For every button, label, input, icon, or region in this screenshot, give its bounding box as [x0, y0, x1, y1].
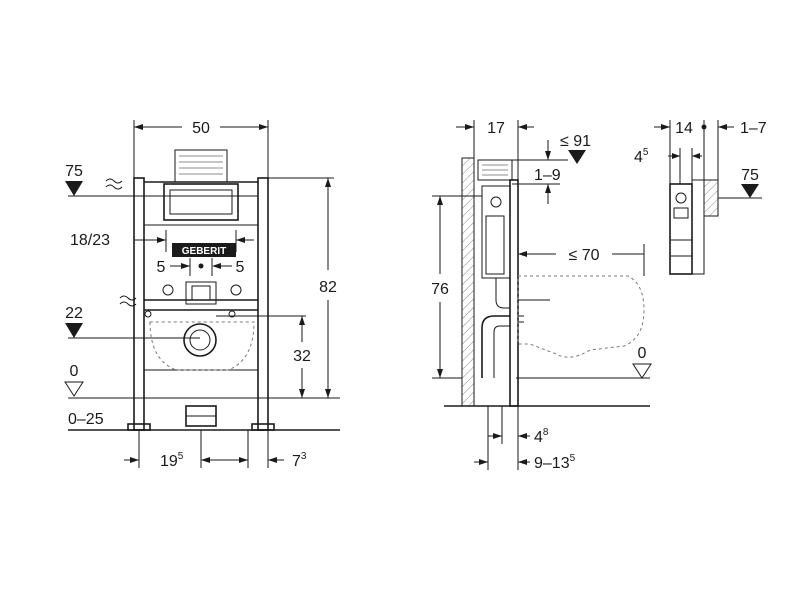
side-flush-plate [477, 159, 513, 181]
side-flush-pipe [495, 278, 510, 309]
cistern-opening [163, 183, 239, 221]
foot-dimensions: 195 73 [124, 430, 307, 470]
detail-offset-label: 45 [634, 147, 649, 166]
side-wall-gap-dimension: 48 [488, 406, 549, 470]
height-label: 82 [319, 279, 337, 296]
detail-offset-dimension: 45 [634, 147, 702, 184]
frame-right-post [257, 177, 269, 431]
drain-height-label: 32 [293, 348, 311, 365]
wall-section [461, 157, 475, 407]
side-view: 76 17 ≤ 91 1–9 [431, 120, 652, 472]
width-dimension: 50 [133, 120, 269, 178]
detail-depth-dimension: 14 [654, 120, 707, 184]
side-floor-label: 0 [638, 345, 647, 362]
bolt-spacing-label: 18/23 [70, 232, 110, 249]
open-level-marker-icon [64, 381, 84, 397]
offset-left-label: 5 [157, 259, 166, 276]
detail-height-marker: 75 [718, 167, 762, 199]
level-marker-icon [741, 184, 759, 198]
side-projection-dimension: ≤ 70 [518, 244, 645, 276]
side-wall-gap-label: 48 [534, 427, 549, 446]
side-toilet-outline [517, 275, 645, 358]
center-point [198, 263, 204, 269]
front-view: GEBERIT 50 [64, 120, 340, 470]
level-marker-icon [65, 181, 83, 196]
supply-connection [144, 310, 152, 318]
frame-left-foot [127, 423, 151, 431]
detail-frame [669, 183, 693, 275]
height-dimension: 82 [268, 177, 337, 399]
side-top-marker: ≤ 91 [512, 133, 591, 164]
side-depth-range-label: 9–135 [534, 453, 576, 472]
bolt-spacing-dimension: 18/23 [70, 230, 254, 252]
side-drain-bend [481, 315, 510, 378]
drain-outlet [183, 323, 217, 357]
water-wave-icon [105, 178, 123, 190]
supply-height-marker: 22 [65, 295, 200, 339]
detail-range-label: 1–7 [740, 120, 767, 137]
brand-text: GEBERIT [182, 246, 226, 257]
side-frame-upright [509, 179, 519, 407]
side-depth-range-dimension: 9–135 [474, 406, 576, 472]
detail-plate [691, 179, 705, 275]
side-adjust-label: 1–9 [534, 167, 561, 184]
side-depth-label: 17 [487, 120, 505, 137]
water-wave-icon [119, 295, 137, 307]
level-marker-icon [65, 323, 83, 338]
detail-wall-finish [703, 179, 719, 217]
detail-height-label: 75 [741, 167, 759, 184]
supply-height-label: 22 [65, 305, 83, 322]
width-label: 50 [192, 120, 210, 137]
open-level-marker-icon [632, 363, 652, 379]
foot-dim-label: 195 [160, 451, 184, 470]
frame-right-foot [251, 423, 275, 431]
floor-label: 0 [70, 363, 79, 380]
side-top-label: ≤ 91 [560, 133, 591, 150]
side-depth-dimension: 17 [456, 120, 534, 180]
side-adjust-dimension: 1–9 [512, 140, 561, 204]
edge-dim-label: 73 [292, 451, 307, 470]
brand-strip [172, 243, 236, 257]
toilet-bowl-outline [149, 321, 255, 371]
valve-block [185, 281, 217, 305]
side-floor-marker: 0 [632, 345, 652, 379]
offset-right-label: 5 [236, 259, 245, 276]
level-marker-icon [568, 150, 586, 164]
floor-level-marker: 0 0–25 [64, 363, 104, 428]
side-height-dimension: 76 [431, 195, 482, 379]
detail-depth-label: 14 [675, 120, 693, 137]
offset-dimensions: 5 5 [157, 258, 245, 276]
side-projection-label: ≤ 70 [568, 247, 599, 264]
flush-plate-outline [174, 149, 228, 183]
side-height-label: 76 [431, 281, 449, 298]
drain-height-dimension: 32 [216, 315, 311, 398]
flush-height-label: 75 [65, 163, 83, 180]
flush-height-marker: 75 [65, 163, 164, 197]
detail-view: 14 1–7 45 75 [634, 120, 767, 275]
detail-range-dimension: 1–7 [717, 120, 767, 180]
floor-range-label: 0–25 [68, 411, 104, 428]
